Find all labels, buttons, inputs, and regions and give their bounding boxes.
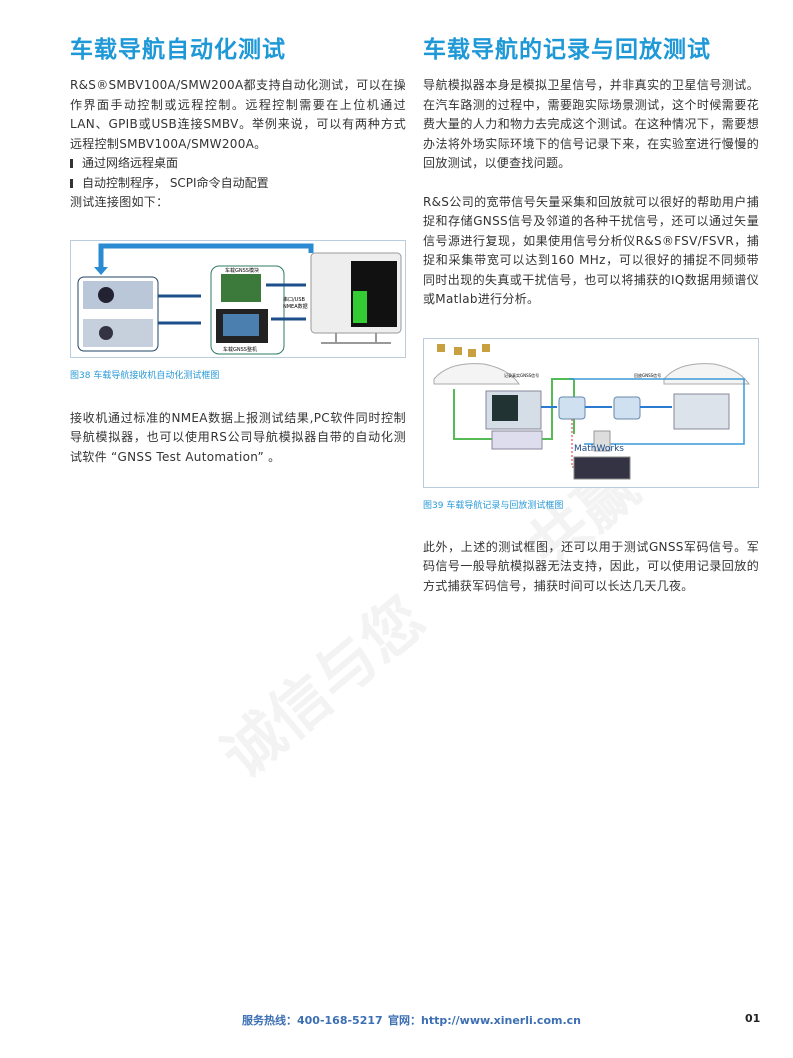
watermark: 诚信与您: [209, 583, 438, 792]
bullet-marker-icon: [70, 178, 73, 188]
right-column: 车载导航的记录与回放测试 导航模拟器本身是模拟卫星信号，并非真实的卫星信号测试。…: [423, 34, 759, 596]
paragraph: 接收机通过标准的NMEA数据上报测试结果,PC软件同时控制导航模拟器，也可以使用…: [70, 410, 406, 464]
paragraph: 导航模拟器本身是模拟卫星信号，并非真实的卫星信号测试。在汽车路测的过程中，需要跑…: [423, 78, 759, 170]
paragraph: 此外，上述的测试框图，还可以用于测试GNSS军码信号。军码信号一般导航模拟器无法…: [423, 539, 759, 593]
automation-test-diagram: LAN/GPIB/USB远程控制 车载GNSS模块 车载GNSS整机 串口/US…: [77, 243, 402, 354]
intro-paragraph: R&S®SMBV100A/SMW200A都支持自动化测试，可以在操作界面手动控制…: [70, 78, 406, 151]
page-number: 01: [745, 1012, 761, 1025]
svg-text:MathWorks: MathWorks: [574, 444, 624, 454]
footer-hotline: 服务热线：400-168-5217: [242, 1014, 383, 1027]
section-title: 车载导航的记录与回放测试: [423, 37, 711, 63]
paragraph: R&S公司的宽带信号矢量采集和回放就可以很好的帮助用户捕捉和存储GNSS信号及邻…: [423, 194, 759, 307]
figure-38: LAN/GPIB/USB远程控制 车载GNSS模块 车载GNSS整机 串口/US…: [70, 239, 406, 358]
bullet-item: 通过网络远程桌面: [70, 154, 406, 174]
bullet-item: 自动控制程序， SCPI命令自动配置: [70, 174, 406, 194]
svg-text:车载GNSS模块: 车载GNSS模块: [225, 267, 259, 274]
footer-website[interactable]: 官网：http://www.xinerli.com.cn: [388, 1014, 581, 1027]
figure-39: 记录真实GNSS信号 回放GNSS信号 MathWorks: [423, 337, 759, 488]
figure-caption: 图38 车载导航接收机自动化测试框图: [70, 370, 220, 381]
record-playback-diagram: 记录真实GNSS信号 回放GNSS信号 MathWorks: [433, 343, 750, 479]
lead-text: 测试连接图如下：: [70, 195, 169, 209]
svg-text:LAN/GPIB/USB远程控制: LAN/GPIB/USB远程控制: [181, 248, 237, 255]
svg-text:车载GNSS整机: 车载GNSS整机: [223, 346, 257, 353]
svg-text:串口/USB: 串口/USB: [283, 297, 306, 303]
section-title: 车载导航自动化测试: [70, 37, 286, 63]
svg-text:记录真实GNSS信号: 记录真实GNSS信号: [504, 372, 539, 378]
figure-caption: 图39 车载导航记录与回放测试框图: [423, 500, 564, 511]
bullet-marker-icon: [70, 159, 73, 168]
svg-text:NMEA数据: NMEA数据: [283, 303, 308, 310]
left-column: 车载导航自动化测试 R&S®SMBV100A/SMW200A都支持自动化测试，可…: [70, 34, 406, 467]
svg-text:回放GNSS信号: 回放GNSS信号: [634, 372, 661, 378]
